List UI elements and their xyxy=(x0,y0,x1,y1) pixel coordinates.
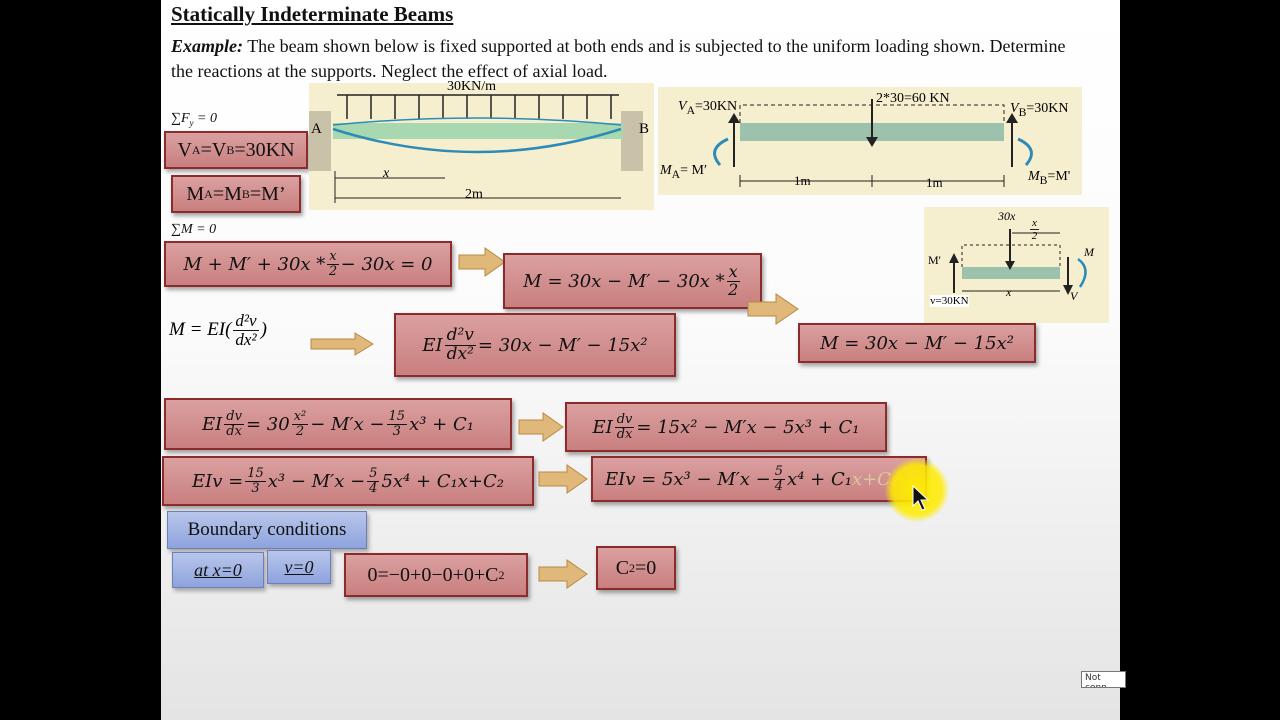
sum-m-label: ∑M = 0 xyxy=(171,222,217,237)
section-x-label: x xyxy=(1006,285,1012,299)
vb-label: VB=30KN xyxy=(1010,101,1069,119)
seg1-label: 1m xyxy=(794,173,811,188)
v0-label: v=0 xyxy=(267,550,331,584)
arrow-2 xyxy=(747,293,799,325)
support-a-label: A xyxy=(311,121,322,137)
span-label: 2m xyxy=(465,187,483,202)
section-v-right: V xyxy=(1070,289,1078,303)
section-m-left: M' xyxy=(928,253,941,267)
boundary-conditions-label: Boundary conditions xyxy=(167,511,367,549)
arrow-6 xyxy=(538,559,588,589)
example-paragraph: Example: The beam shown below is fixed s… xyxy=(171,34,1091,84)
free-body-diagram: VA=30KN VB=30KN 2*30=60 KN MA= M′ MB=M' … xyxy=(658,87,1082,195)
section-v-left: v=30KN xyxy=(930,295,969,307)
section-m-right: M xyxy=(1084,245,1094,259)
beam-figure: 30KN/m A B x 2m xyxy=(309,79,654,210)
point-load-label: 2*30=60 KN xyxy=(876,91,950,106)
mb-label: MB=M' xyxy=(1028,169,1071,187)
x-label: x xyxy=(383,166,390,181)
example-text: The beam shown below is fixed supported … xyxy=(171,36,1066,81)
slide: Statically Indeterminate Beams Example: … xyxy=(161,0,1120,720)
seg2-label: 1m xyxy=(926,175,943,190)
va-label: VA=30KN xyxy=(678,99,738,117)
arrow-4 xyxy=(518,412,564,442)
cursor-icon xyxy=(912,484,930,511)
arrow-1 xyxy=(458,247,506,277)
arrow-5 xyxy=(538,464,588,494)
ma-label: MA= M′ xyxy=(660,163,707,181)
support-b-label: B xyxy=(639,121,650,137)
slide-title: Statically Indeterminate Beams xyxy=(171,2,454,26)
equation-moment-simplified: M = 30x − M′ − 15x² xyxy=(798,323,1036,363)
section-load-label: 30x xyxy=(998,209,1016,223)
at-x0-label: at x=0 xyxy=(172,552,264,588)
load-label: 30KN/m xyxy=(447,79,496,94)
example-label: Example: xyxy=(171,36,243,56)
arrow-3 xyxy=(310,332,374,356)
sum-fy-label: ∑Fy = 0 xyxy=(171,111,217,128)
tooltip: Not conn xyxy=(1081,671,1126,688)
